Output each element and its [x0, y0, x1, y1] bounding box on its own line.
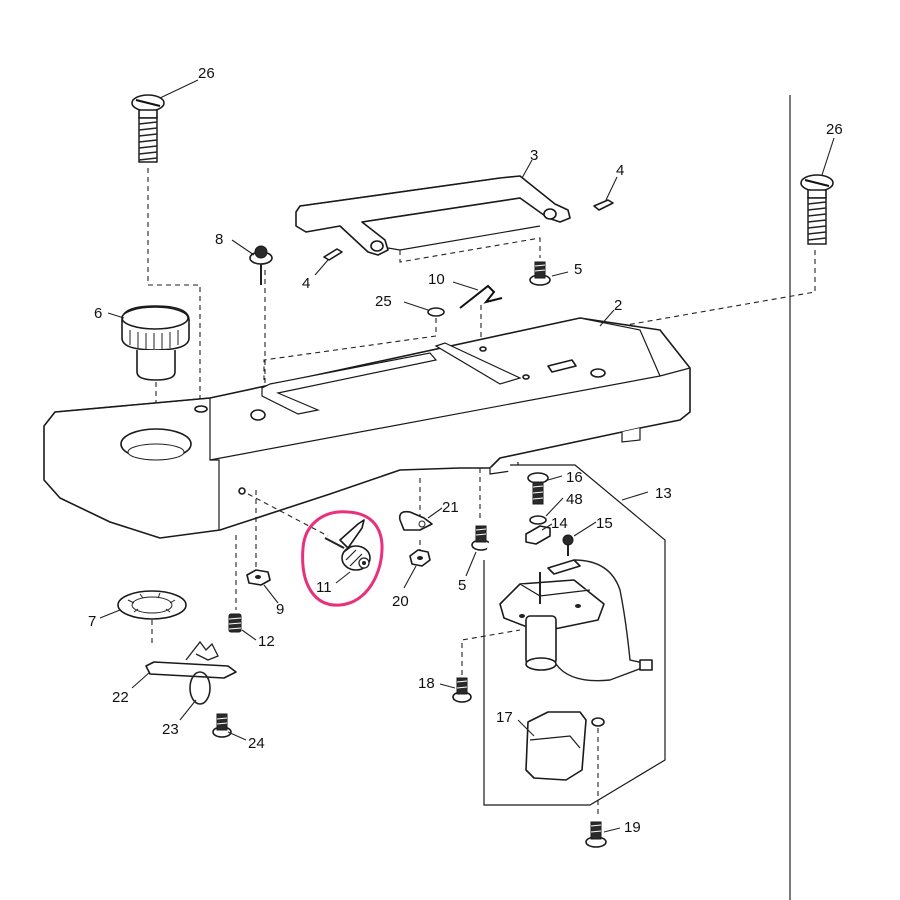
part-5-middle-screw [471, 525, 491, 551]
part-4-pin-right [593, 199, 614, 211]
dash-25-down [263, 318, 437, 380]
part-4-pin-left [323, 248, 343, 261]
highlight-circle [301, 510, 384, 607]
part-21-clamp [398, 510, 433, 531]
callout-10: 10 [428, 271, 445, 288]
callout-12: 12 [258, 633, 275, 650]
part-17-cover [525, 711, 605, 781]
callout-3: 3 [530, 147, 538, 164]
part-5-top-screw [529, 261, 551, 286]
callout-22: 22 [112, 689, 129, 706]
part-22-bracket [145, 640, 237, 679]
dash-26-to-base [147, 168, 201, 405]
part-3-handle [295, 175, 571, 256]
part-26-right-screw [800, 174, 834, 245]
part-11-thread-tension-knob [324, 519, 371, 571]
part-20-nut [409, 549, 431, 567]
callout-21: 21 [442, 499, 459, 516]
part-2-base-plate [43, 317, 691, 539]
callout-4-right: 4 [616, 162, 624, 179]
part-9-nut [246, 569, 271, 586]
callout-26-left: 26 [198, 65, 215, 82]
callout-4-left: 4 [302, 275, 310, 292]
part-24-screw [212, 713, 232, 738]
callout-19: 19 [624, 819, 641, 836]
part-16-screw [527, 472, 549, 505]
callout-23: 23 [162, 721, 179, 738]
callout-9: 9 [276, 601, 284, 618]
callout-26-right: 26 [826, 121, 843, 138]
callout-14: 14 [551, 515, 568, 532]
part-18-screw [452, 677, 472, 703]
callout-13: 13 [655, 485, 672, 502]
part-8-screw [249, 245, 273, 285]
callout-24: 24 [248, 735, 265, 752]
part-13-frame [483, 464, 666, 806]
part-48-washer [529, 515, 547, 525]
callout-8: 8 [215, 231, 223, 248]
dash-18 [461, 629, 521, 675]
part-25-washer [427, 307, 445, 317]
part-23-spring [189, 671, 211, 705]
part-10-spring [459, 284, 503, 309]
callout-5-top: 5 [574, 261, 582, 278]
callout-2: 2 [614, 297, 622, 314]
callout-15: 15 [596, 515, 613, 532]
callout-11: 11 [316, 579, 332, 596]
dash-base-to-11 [247, 493, 329, 537]
part-26-left-screw [131, 94, 165, 163]
callout-labels: 26 26 3 4 4 8 5 10 25 2 6 13 16 48 14 15… [88, 65, 843, 836]
part-14-block [525, 525, 551, 545]
callout-48: 48 [566, 491, 583, 508]
part-13-motor-assembly [499, 559, 653, 682]
callout-5-middle: 5 [458, 577, 466, 594]
part-15-screw [562, 534, 574, 556]
callout-20: 20 [392, 593, 409, 610]
callout-7: 7 [88, 613, 96, 630]
dash-3-down [399, 237, 541, 263]
callout-25: 25 [375, 293, 392, 310]
part-6-knob [121, 305, 190, 381]
callout-17: 17 [496, 709, 513, 726]
part-19-screw [585, 821, 607, 848]
part-12-set-screw [228, 613, 242, 633]
callout-6: 6 [94, 305, 102, 322]
callout-16: 16 [566, 469, 583, 486]
part-7-lock-washer [117, 590, 187, 620]
callout-18: 18 [418, 675, 435, 692]
